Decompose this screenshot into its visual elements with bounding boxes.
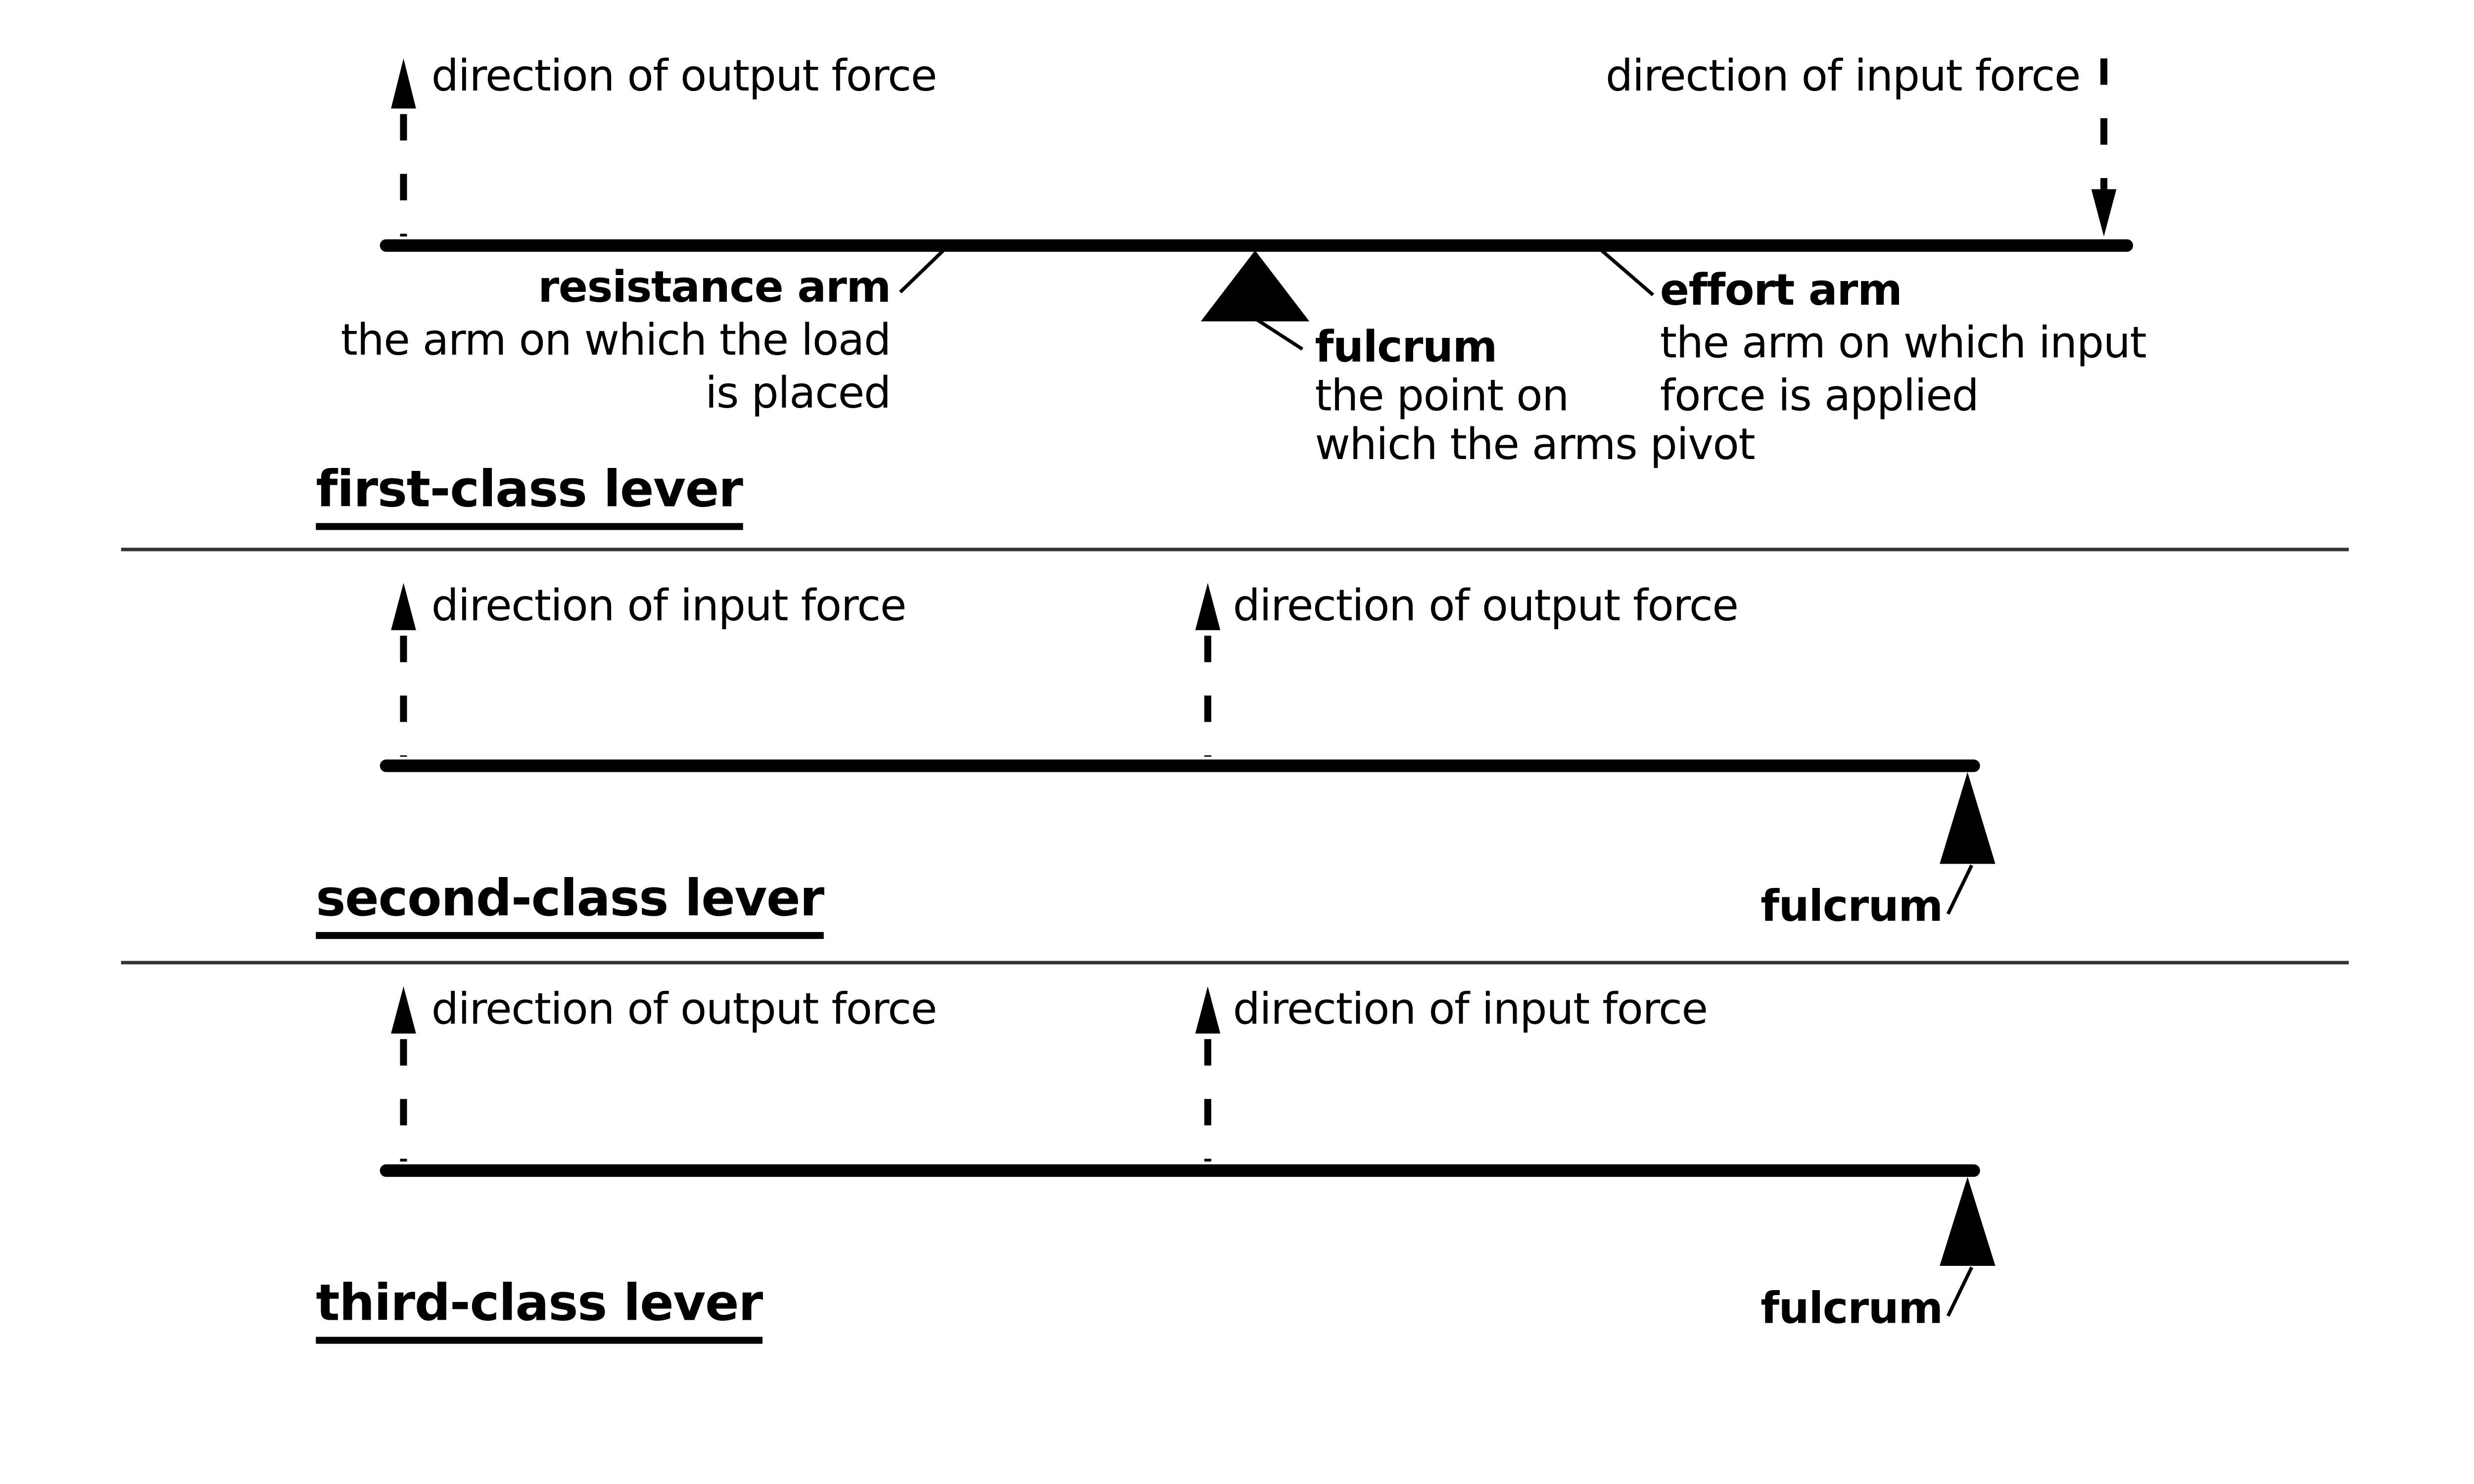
resistance-arm-desc-line1: the arm on which the load	[340, 316, 891, 366]
first-fulcrum-desc-line2: which the arms pivot	[1315, 420, 1755, 470]
first-lever-bar	[380, 239, 2134, 252]
first-fulcrum-triangle-icon	[1200, 250, 1310, 322]
effort-arm-desc-line2: force is applied	[1660, 371, 1979, 422]
second-fulcrum-leader-line	[1946, 864, 1973, 915]
first-output-force-label: direction of output force	[431, 51, 938, 102]
effort-arm-annotation: effort arm the arm on which input force …	[1660, 264, 2147, 423]
resistance-arm-annotation: resistance arm the arm on which the load…	[341, 262, 891, 420]
third-output-force-label: direction of output force	[431, 985, 938, 1035]
second-fulcrum-triangle-icon	[1940, 772, 1996, 864]
third-fulcrum-leader-line	[1946, 1266, 1973, 1317]
second-class-lever-group	[121, 583, 2349, 965]
second-fulcrum-label: fulcrum	[1760, 881, 1943, 932]
resistance-arm-desc-line2: is placed	[705, 369, 891, 419]
input-force-up-arrow-icon	[1195, 986, 1221, 1162]
effort-arm-leader-line	[1600, 249, 1655, 296]
first-class-lever-group	[121, 58, 2349, 552]
output-force-up-arrow-icon	[1195, 583, 1221, 757]
output-force-up-arrow-icon	[391, 986, 416, 1162]
second-input-force-label: direction of input force	[431, 581, 907, 632]
third-fulcrum-label: fulcrum	[1760, 1284, 1943, 1334]
effort-arm-term: effort arm	[1660, 266, 1903, 316]
third-fulcrum-triangle-icon	[1940, 1177, 1996, 1266]
third-lever-bar	[380, 1164, 1980, 1177]
first-fulcrum-desc-line1: the point on	[1315, 371, 1569, 422]
third-input-force-label: direction of input force	[1233, 985, 1709, 1035]
lever-classes-diagram: direction of output force direction of i…	[121, 51, 2349, 1344]
first-fulcrum-annotation: fulcrum the point on which the arms pivo…	[1315, 324, 1755, 470]
output-force-up-arrow-icon	[391, 58, 416, 237]
input-force-up-arrow-icon	[391, 583, 416, 757]
first-fulcrum-term: fulcrum	[1315, 323, 1497, 373]
first-class-lever-title: first-class lever	[316, 462, 743, 530]
third-class-lever-group	[380, 986, 1996, 1317]
third-class-lever-title: third-class lever	[316, 1276, 763, 1344]
second-output-force-label: direction of output force	[1233, 581, 1739, 632]
diagram-shapes	[121, 58, 2349, 1317]
second-class-lever-title: second-class lever	[316, 871, 824, 939]
resistance-arm-term: resistance arm	[538, 263, 891, 313]
second-lever-bar	[380, 759, 1980, 772]
input-force-down-arrow-icon	[2091, 58, 2117, 237]
resistance-arm-leader-line	[899, 249, 945, 294]
effort-arm-desc-line1: the arm on which input	[1660, 318, 2147, 369]
first-fulcrum-leader-line	[1250, 314, 1304, 351]
first-input-force-label: direction of input force	[1605, 51, 2081, 102]
